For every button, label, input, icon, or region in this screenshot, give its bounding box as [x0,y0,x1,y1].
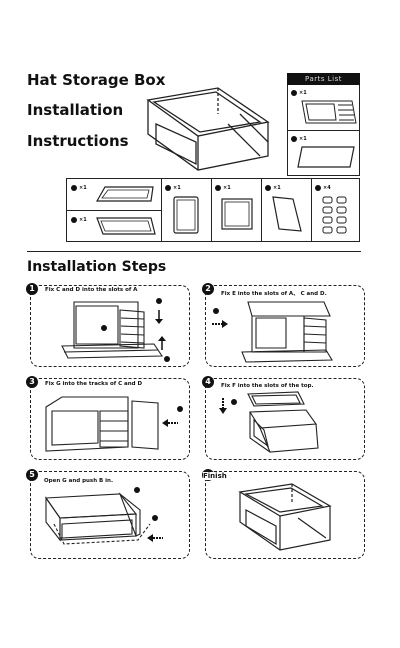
part-f-frame-icon [221,198,253,230]
part-c-marker-icon [71,185,77,191]
part-f-marker-icon [215,185,221,191]
step-4-panel [205,378,365,460]
assembled-box-illustration [146,87,270,171]
part-b-marker-icon [291,136,297,142]
part-c-qty: ×1 [79,185,87,191]
part-c-rail-icon [95,186,154,202]
part-e-qty: ×1 [173,185,181,191]
part-f-qty: ×1 [223,185,231,191]
step-1-badge: 1 [26,283,38,295]
step-4-text: Fix F into the slots of the top. [221,383,314,389]
finish-illustration [238,483,332,551]
section-divider [27,251,361,252]
part-cd-cell: ×1 ×1 [67,179,162,241]
finish-text: Finish [203,472,227,480]
part-g-marker-icon [265,185,271,191]
step-1-text: Fix C and D into the slots of A [45,287,138,293]
step-5-illustration [44,487,163,545]
part-clips-qty: ×4 [323,185,331,191]
part-e-marker-icon [165,185,171,191]
step-5-panel [30,471,190,559]
part-a-marker-icon [291,90,297,96]
part-e-frame-icon [173,196,199,234]
step-3-panel [30,378,190,460]
parts-list-header: Parts List [287,73,360,85]
part-f-cell: ×1 [211,179,262,241]
step-2-panel [205,285,365,367]
step-1-illustration [61,298,170,362]
part-d-rail-icon [96,217,156,235]
step-3-badge: 3 [26,376,38,388]
part-clips-marker-icon [315,185,321,191]
part-g-door-icon [272,196,302,232]
title-line-1: Hat Storage Box [27,71,166,89]
step-5-text: Open G and push B in. [44,478,114,484]
part-clips-icon [322,196,347,234]
step-3-text: Fix G into the tracks of C and D [45,381,143,387]
part-b-cell: ×1 [287,131,360,176]
step-2-illustration [212,301,333,363]
part-b-qty: ×1 [299,136,307,142]
finish-panel [205,471,365,559]
title-line-3: Instructions [27,132,129,150]
step-3-illustration [45,396,183,452]
step-2-text: Fix E into the slots of A、 C and D. [221,291,327,297]
part-e-cell: ×1 [161,179,212,241]
part-b-panel-icon [297,146,355,168]
part-g-qty: ×1 [273,185,281,191]
part-a-cell: ×1 [287,85,360,131]
step-4-badge: 4 [202,376,214,388]
part-d-marker-icon [71,217,77,223]
parts-row: ×1 ×1 ×1 ×1 ×1 [66,178,360,242]
step-1-panel [30,285,190,367]
step-5-badge: 5 [26,469,38,481]
part-clips-cell: ×4 [311,179,359,241]
part-d-qty: ×1 [79,217,87,223]
step-2-badge: 2 [202,283,214,295]
parts-list-panel: Parts List ×1 ×1 [287,73,360,176]
title-line-2: Installation [27,101,124,119]
part-g-cell: ×1 [261,179,312,241]
step-4-illustration [219,391,319,453]
part-a-qty: ×1 [299,90,307,96]
installation-steps-title: Installation Steps [27,259,167,275]
part-a-tray-icon [301,100,357,124]
